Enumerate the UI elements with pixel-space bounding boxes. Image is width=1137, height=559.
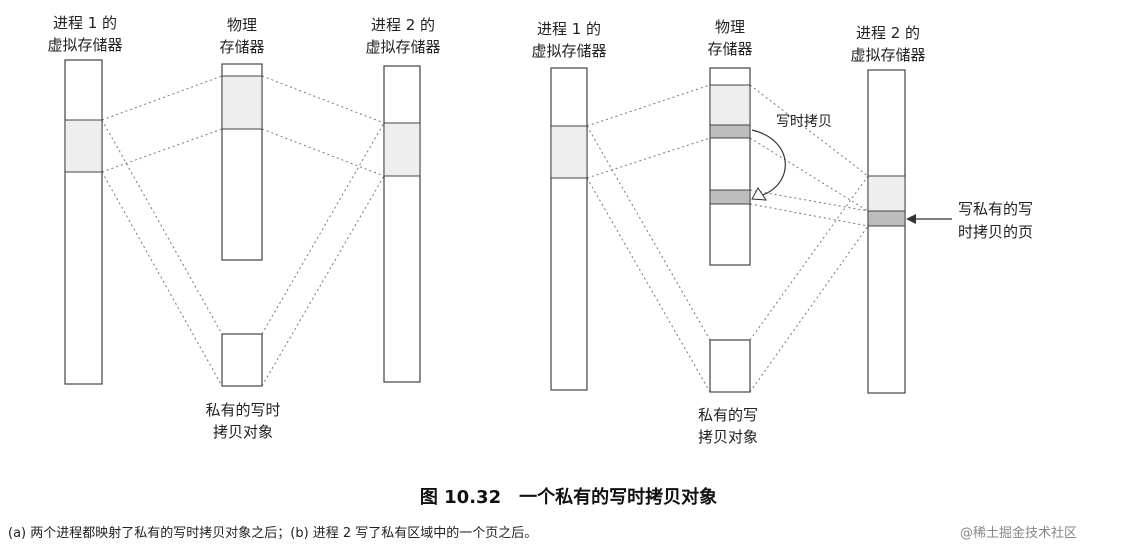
map-line — [101, 128, 223, 173]
label-a-phys-line1: 物理 — [226, 16, 257, 34]
label-b-proc2: 进程 2 的 虚拟存储器 — [843, 22, 933, 66]
label-a-object: 私有的写时 拷贝对象 — [195, 399, 291, 443]
label-a-proc1-line1: 进程 1 的 — [52, 14, 118, 32]
proc1-mapped-region — [64, 119, 103, 173]
label-b-object-line2: 拷贝对象 — [697, 428, 758, 446]
cow-object — [221, 333, 263, 387]
label-b-proc1: 进程 1 的 虚拟存储器 — [524, 18, 614, 62]
map-line — [261, 122, 385, 335]
physical-shared-region — [221, 75, 263, 130]
label-a-proc2-line2: 虚拟存储器 — [365, 38, 441, 56]
map-line — [586, 137, 711, 179]
map-line — [586, 177, 711, 393]
label-b-proc1-line1: 进程 1 的 — [536, 20, 602, 38]
proc1-virtual-memory — [550, 67, 588, 391]
physical-copied-page — [709, 189, 751, 205]
label-b-proc2-line1: 进程 2 的 — [855, 24, 921, 42]
diagram-canvas — [64, 59, 952, 394]
proc1-mapped-region — [550, 125, 588, 179]
label-b-object: 私有的写 拷贝对象 — [680, 404, 776, 448]
map-line — [586, 84, 711, 127]
label-b-phys: 物理 存储器 — [688, 16, 772, 60]
label-a-object-line1: 私有的写时 — [205, 401, 281, 419]
physical-original-page — [709, 124, 751, 139]
map-line — [261, 75, 385, 124]
proc2-virtual-memory — [383, 65, 421, 383]
proc2-mapped-region — [383, 122, 421, 177]
map-line — [101, 119, 223, 335]
map-line — [261, 128, 385, 177]
cow-arrow — [751, 129, 786, 197]
figure-caption: 图 10.32 一个私有的写时拷贝对象 — [419, 487, 718, 508]
label-b-write-page-line1: 写私有的写 — [958, 200, 1034, 218]
label-b-cow: 写时拷贝 — [776, 114, 832, 130]
label-b-write-page-line2: 时拷贝的页 — [958, 223, 1034, 241]
cow-arrowhead — [751, 187, 767, 201]
label-b-object-line1: 私有的写 — [697, 406, 758, 424]
map-line — [749, 225, 869, 393]
label-a-object-line2: 拷贝对象 — [212, 423, 273, 441]
label-b-write-page: 写私有的写 时拷贝的页 — [958, 198, 1033, 244]
label-b-proc1-line2: 虚拟存储器 — [531, 42, 607, 60]
label-b-phys-line1: 物理 — [714, 18, 745, 36]
map-line — [749, 203, 869, 227]
label-a-proc2: 进程 2 的 虚拟存储器 — [358, 14, 448, 58]
label-a-proc2-line1: 进程 2 的 — [370, 16, 436, 34]
watermark: @稀土掘金技术社区 — [960, 526, 1078, 541]
label-a-proc1: 进程 1 的 虚拟存储器 — [40, 12, 130, 56]
map-line — [749, 175, 869, 341]
cow-object — [709, 339, 751, 393]
map-line — [261, 175, 385, 387]
proc2-written-page — [867, 210, 906, 227]
label-b-phys-line2: 存储器 — [707, 40, 753, 58]
label-a-phys: 物理 存储器 — [200, 14, 284, 58]
map-line — [749, 137, 869, 212]
label-a-phys-line2: 存储器 — [219, 38, 265, 56]
map-line — [586, 125, 711, 341]
label-b-proc2-line2: 虚拟存储器 — [850, 46, 926, 64]
proc1-virtual-memory — [64, 59, 103, 385]
proc2-virtual-memory — [867, 69, 906, 394]
map-line — [101, 75, 223, 121]
map-line — [101, 171, 223, 387]
diagram-b — [550, 67, 952, 394]
diagram-a — [64, 59, 421, 387]
label-a-proc1-line2: 虚拟存储器 — [47, 36, 123, 54]
figure-description: (a) 两个进程都映射了私有的写时拷贝对象之后；(b) 进程 2 写了私有区域中… — [8, 526, 538, 541]
write-pointer-head — [906, 214, 916, 224]
